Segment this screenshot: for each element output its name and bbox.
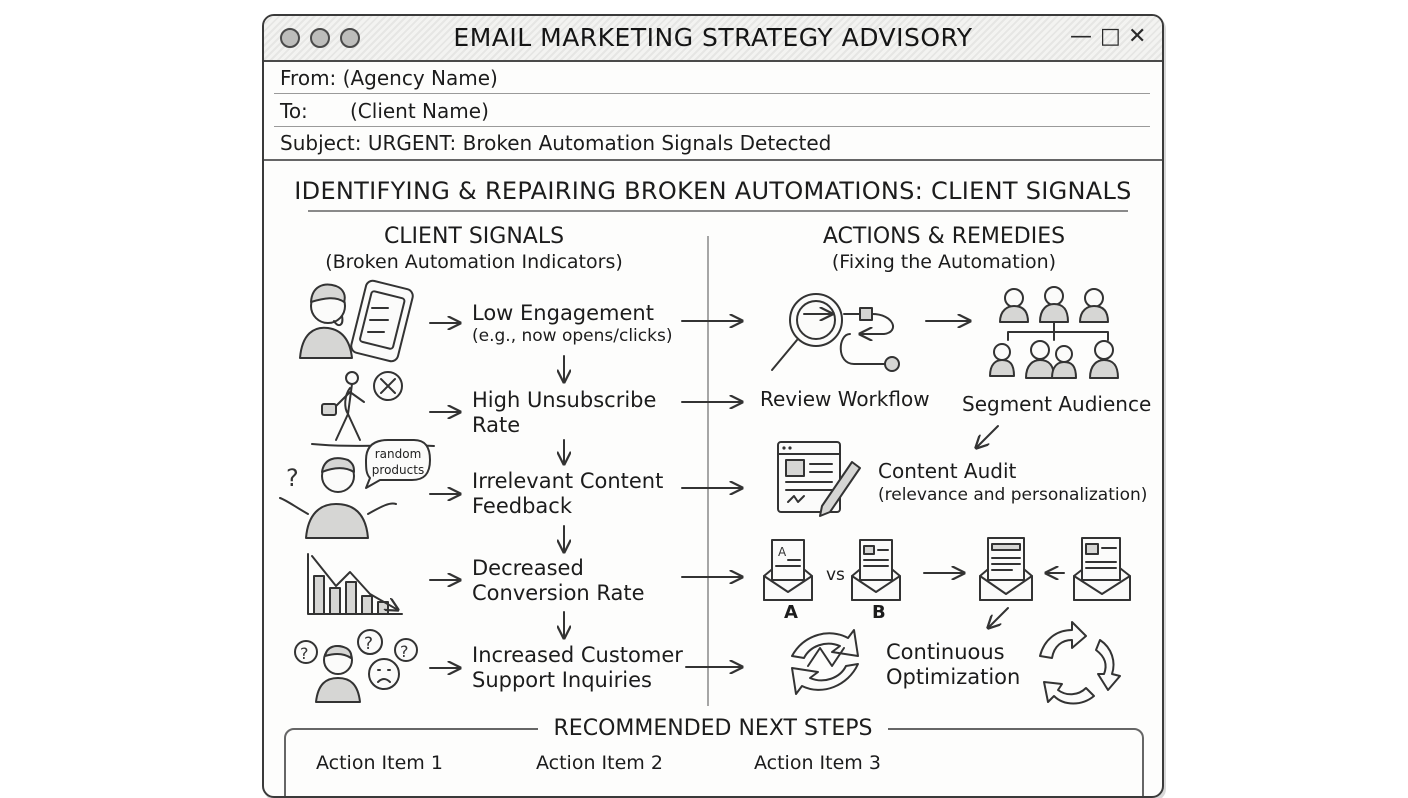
question-mark-icon: ?: [286, 464, 299, 492]
audience-group-icon: [989, 286, 1119, 379]
ab-label-a: A: [784, 602, 798, 623]
window-dot-zoom-icon[interactable]: [340, 28, 360, 48]
bubble-text-line1: random: [375, 447, 422, 461]
signal-title-2: Support Inquiries: [472, 668, 652, 692]
signal-title-2: Conversion Rate: [472, 581, 645, 605]
cycle-arrows-icon: [1039, 621, 1121, 705]
from-field: From: (Agency Name): [280, 66, 498, 90]
declining-chart-icon: [307, 553, 403, 615]
title-underline: [308, 210, 1128, 212]
window-title: EMAIL MARKETING STRATEGY ADVISORY: [453, 23, 973, 52]
ab-label-b: B: [872, 602, 886, 623]
person-leaving-icon: [311, 371, 435, 447]
minimize-icon[interactable]: —: [1070, 24, 1092, 49]
arrow: [976, 425, 999, 448]
to-label: To:: [280, 99, 308, 123]
signal-title: Low Engagement: [472, 301, 654, 325]
final-email-icon: [1073, 537, 1131, 601]
review-workflow-label: Review Workflow: [760, 387, 930, 411]
audit-sub: (relevance and personalization): [878, 485, 1148, 505]
next-steps-title: RECOMMENDED NEXT STEPS: [264, 716, 1162, 741]
signal-low-engagement: Low Engagement (e.g., now opens/clicks): [472, 301, 672, 346]
ab-vs: vs: [826, 565, 845, 585]
svg-text:?: ?: [400, 642, 409, 661]
subject-label: Subject:: [280, 131, 362, 155]
email-window: EMAIL MARKETING STRATEGY ADVISORY — □ ✕ …: [262, 14, 1164, 798]
next-steps-title-text: RECOMMENDED NEXT STEPS: [537, 716, 889, 741]
signal-support: Increased Customer Support Inquiries: [472, 643, 683, 693]
signal-title-2: Rate: [472, 413, 521, 437]
header-divider: [264, 159, 1162, 161]
divider: [274, 93, 1150, 94]
sync-arrows-icon: [791, 629, 859, 695]
magnifier-workflow-icon: [771, 293, 900, 372]
signal-note: (e.g., now opens/clicks): [472, 326, 673, 346]
page-title: IDENTIFYING & REPAIRING BROKEN AUTOMATIO…: [294, 177, 1132, 205]
ab-test-email-icon: A: [763, 539, 901, 601]
signal-arrows: [429, 321, 742, 668]
signal-title: Decreased: [472, 556, 584, 580]
window-dot-close-icon[interactable]: [280, 28, 300, 48]
to-value: (Client Name): [350, 99, 489, 123]
divider: [274, 126, 1150, 127]
svg-text:?: ?: [300, 644, 309, 663]
signals-subheading: (Broken Automation Indicators): [325, 251, 623, 273]
diagram-artwork: ? random products ? ? ?: [279, 236, 1131, 706]
optimization-line1: Continuous: [886, 640, 1005, 664]
signal-title: Increased Customer: [472, 643, 683, 667]
audit-title: Content Audit: [878, 459, 1017, 483]
optimization-label: Continuous Optimization: [886, 640, 1020, 690]
title-bar: EMAIL MARKETING STRATEGY ADVISORY — □ ✕: [264, 16, 1162, 62]
signal-irrelevant: Irrelevant Content Feedback: [472, 469, 663, 519]
from-label: From:: [280, 66, 337, 90]
arrow: [988, 607, 1009, 628]
subject-field: Subject: URGENT: Broken Automation Signa…: [280, 131, 831, 155]
confused-person-icon: ? random products: [279, 439, 431, 539]
window-dot-minimize-icon[interactable]: [310, 28, 330, 48]
signal-unsubscribe: High Unsubscribe Rate: [472, 388, 656, 438]
svg-text:?: ?: [364, 634, 373, 654]
content-audit-label: Content Audit (relevance and personaliza…: [878, 459, 1147, 507]
signal-title: Irrelevant Content: [472, 469, 664, 493]
signal-title: High Unsubscribe: [472, 388, 657, 412]
segment-audience-label: Segment Audience: [962, 392, 1152, 416]
signal-conversion: Decreased Conversion Rate: [472, 556, 645, 606]
optimization-line2: Optimization: [886, 665, 1021, 689]
from-value: (Agency Name): [342, 66, 498, 90]
bubble-text-line2: products: [372, 463, 424, 477]
maximize-icon[interactable]: □: [1100, 24, 1121, 49]
to-field: To: (Client Name): [280, 99, 489, 123]
optimized-email-icon: [979, 537, 1033, 601]
actions-subheading: (Fixing the Automation): [831, 251, 1057, 273]
svg-text:A: A: [778, 545, 787, 559]
content-audit-icon: [777, 441, 861, 517]
subject-value: URGENT: Broken Automation Signals Detect…: [367, 131, 832, 155]
close-icon[interactable]: ✕: [1128, 24, 1147, 49]
question-people-icon: ? ? ?: [294, 629, 418, 703]
actions-heading: ACTIONS & REMEDIES: [822, 224, 1066, 249]
person-phone-icon: [299, 279, 414, 363]
signal-title-2: Feedback: [472, 494, 573, 518]
signals-heading: CLIENT SIGNALS: [383, 224, 565, 249]
